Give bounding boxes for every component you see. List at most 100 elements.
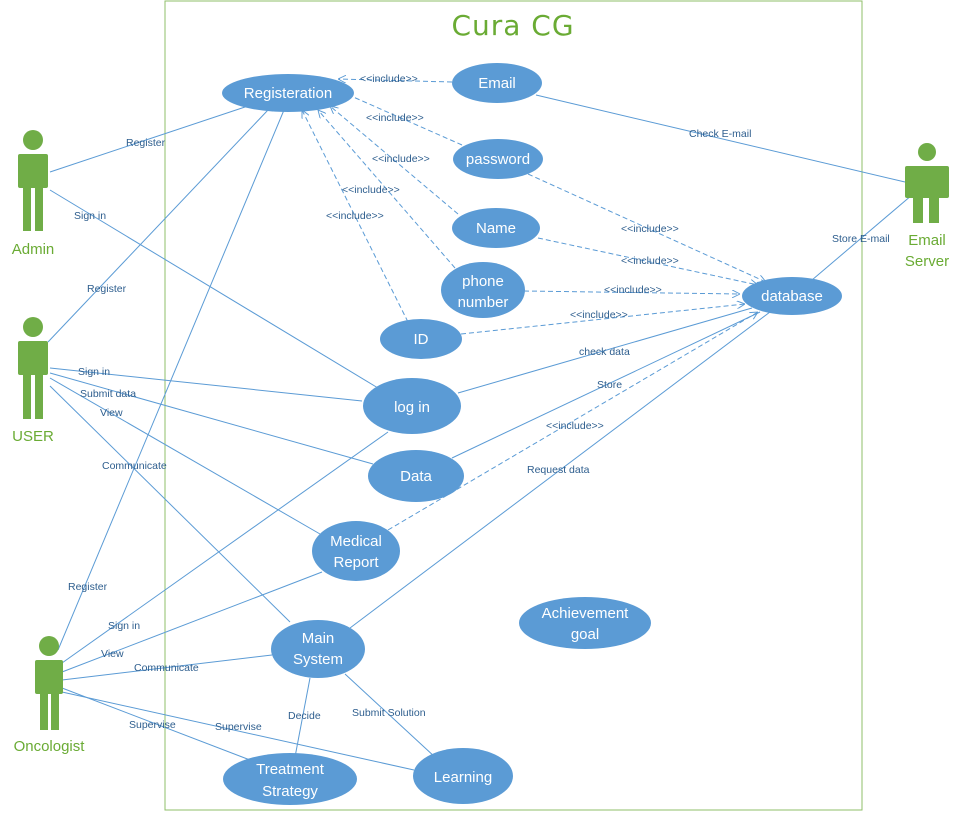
use-case-label: Treatment: [256, 761, 325, 778]
view-label: View: [101, 648, 124, 660]
use-case-label: Report: [333, 554, 379, 571]
use-case-main-system[interactable]: Main System: [271, 620, 365, 678]
include-lines: [302, 79, 766, 531]
system-title: Cura CG: [451, 9, 574, 42]
include-label: <<include>>: [546, 420, 604, 432]
include-label: <<include>>: [326, 210, 384, 222]
line-labels: <<include>> <<include>> <<include>> <<in…: [68, 73, 890, 733]
system-boundary: [164, 0, 863, 811]
register-label: Register: [87, 283, 127, 295]
view-label: View: [100, 407, 123, 419]
use-case-label: phone: [462, 273, 504, 290]
user-signin-line: [49, 367, 363, 402]
use-case-label: Achievement: [542, 605, 630, 622]
stick-figure-icon: [905, 143, 949, 223]
use-case-label: Learning: [434, 769, 492, 786]
oncologist-view-line: [61, 571, 323, 673]
include-label: <<include>>: [604, 284, 662, 296]
user-view-line: [49, 377, 321, 535]
use-case-phone-number[interactable]: phone number: [441, 262, 525, 318]
use-case-label: Name: [476, 220, 516, 237]
stick-figure-icon: [18, 130, 48, 231]
user-register-line: [47, 109, 269, 343]
use-case-label: log in: [394, 399, 430, 416]
use-case-label: System: [293, 651, 343, 668]
submit-data-label: Submit data: [80, 388, 136, 400]
register-label: Register: [126, 137, 166, 149]
include-password-line: [342, 92, 463, 146]
oncologist-signin-line: [61, 431, 389, 664]
oncologist-supervise-learning-line: [61, 691, 415, 771]
communicate-label: Communicate: [102, 460, 167, 472]
include-label: <<include>>: [372, 153, 430, 165]
use-case-name[interactable]: Name: [452, 208, 540, 248]
use-case-label: password: [466, 151, 530, 168]
user-communicate-line: [49, 385, 291, 623]
main-decide-line: [294, 677, 311, 758]
use-case-password[interactable]: password: [453, 139, 543, 179]
submit-solution-label: Submit Solution: [352, 707, 426, 719]
include-name-line: [330, 106, 459, 215]
actor-label: USER: [12, 428, 54, 445]
store-email-label: Store E-mail: [832, 233, 890, 245]
use-case-log-in[interactable]: log in: [363, 378, 461, 434]
sign-in-label: Sign in: [108, 620, 140, 632]
sign-in-label: Sign in: [74, 210, 106, 222]
login-check-data-line: [457, 307, 753, 394]
use-case-label: Registeration: [244, 85, 332, 102]
main-submit-solution-line: [344, 673, 437, 759]
actor-admin[interactable]: Admin: [12, 130, 55, 258]
decide-label: Decide: [288, 710, 321, 722]
include-name-db-line: [537, 237, 758, 285]
actor-label: Email: [908, 232, 946, 249]
use-case-label: Strategy: [262, 783, 318, 800]
include-phone-db-line: [523, 291, 740, 294]
include-label: <<include>>: [570, 309, 628, 321]
supervise-label: Supervise: [129, 719, 176, 731]
register-label: Register: [68, 581, 108, 593]
oncologist-register-line: [57, 109, 285, 651]
include-email-line: [338, 79, 453, 82]
check-data-label: check data: [579, 346, 630, 358]
use-case-label: Medical: [330, 533, 382, 550]
include-label: <<include>>: [342, 184, 400, 196]
use-case-label: number: [458, 294, 509, 311]
stick-figure-icon: [18, 317, 48, 419]
use-case-label: database: [761, 288, 823, 305]
actor-label: Server: [905, 253, 949, 270]
use-case-treatment-strategy[interactable]: Treatment Strategy: [223, 753, 357, 805]
store-label: Store: [597, 379, 622, 391]
admin-register-line: [49, 105, 249, 173]
use-case-email[interactable]: Email: [452, 63, 542, 103]
use-case-medical-report[interactable]: Medical Report: [312, 521, 400, 581]
email-check-email-line: [535, 94, 906, 183]
supervise-label: Supervise: [215, 721, 262, 733]
stick-figure-icon: [35, 636, 63, 730]
include-phone-line: [318, 110, 456, 269]
database-store-email-line: [811, 194, 913, 281]
check-email-label: Check E-mail: [689, 128, 751, 140]
actor-oncologist[interactable]: Oncologist: [14, 636, 86, 755]
main-request-data-line: [349, 311, 771, 629]
sign-in-label: Sign in: [78, 366, 110, 378]
use-case-label: ID: [414, 331, 429, 348]
use-case-achievement-goal[interactable]: Achievement goal: [519, 597, 651, 649]
data-store-line: [451, 311, 761, 459]
association-lines: [47, 94, 913, 771]
use-case-registeration[interactable]: Registeration: [222, 74, 354, 112]
use-case-database[interactable]: database: [742, 277, 842, 315]
include-label: <<include>>: [366, 112, 424, 124]
actor-label: Admin: [12, 241, 55, 258]
include-label: <<include>>: [360, 73, 418, 85]
use-case-data[interactable]: Data: [368, 450, 464, 502]
actor-email-server[interactable]: Email Server: [905, 143, 949, 270]
include-password-db-line: [527, 173, 766, 282]
oncologist-supervise-treatment-line: [61, 687, 251, 761]
actor-user[interactable]: USER: [12, 317, 54, 445]
use-case-id[interactable]: ID: [380, 319, 462, 359]
use-case-learning[interactable]: Learning: [413, 748, 513, 804]
admin-signin-line: [49, 189, 379, 389]
use-case-label: Email: [478, 75, 516, 92]
include-label: <<include>>: [621, 223, 679, 235]
